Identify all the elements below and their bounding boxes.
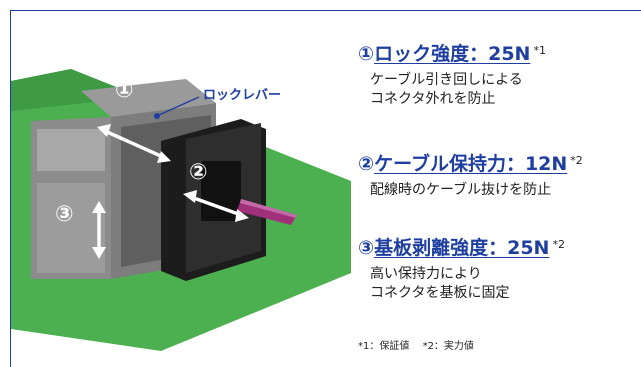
lock-lever-label: ロックレバー (203, 88, 281, 103)
feature-description: 高い保持力により コネクタを基板に固定 (370, 265, 641, 303)
arrow-cable-head-b (235, 209, 249, 222)
footnotes: *1：保証値 *2：実力値 (358, 337, 484, 352)
lever-pointer-dot (154, 113, 160, 119)
arrow-lock (104, 129, 164, 159)
frame-border (10, 10, 641, 367)
arrow-cable (190, 195, 242, 217)
marker-2: ② (189, 160, 208, 185)
arrow-lock-head-a (97, 124, 111, 137)
housing-side-slot-top (37, 129, 105, 171)
feature-label: ロック強度：25N (374, 43, 531, 65)
cable-highlight (240, 199, 297, 218)
feature-cable-retention: ②ケーブル保持力：12N*2 配線時のケーブル抜けを防止 (358, 150, 641, 200)
feature-number: ① (358, 43, 375, 65)
marker-1: ① (115, 78, 134, 103)
feature-label: ケーブル保持力：12N (374, 153, 568, 175)
feature-note: *2 (552, 238, 565, 251)
feature-board-peel-strength: ③基板剥離強度：25N*2 高い保持力により コネクタを基板に固定 (358, 234, 641, 303)
feature-list: ①ロック強度：25N*1 ケーブル引き回しによる コネクタ外れを防止 ②ケーブル… (358, 0, 641, 367)
feature-desc-line: ケーブル引き回しによる (370, 72, 523, 88)
feature-description: 配線時のケーブル抜けを防止 (370, 181, 641, 200)
feature-desc-line: 配線時のケーブル抜けを防止 (370, 182, 552, 198)
feature-lock-strength: ①ロック強度：25N*1 ケーブル引き回しによる コネクタ外れを防止 (358, 40, 641, 109)
feature-note: *2 (570, 154, 583, 167)
arrow-board-head-a (92, 201, 106, 213)
feature-desc-line: コネクタを基板に固定 (370, 285, 510, 301)
feature-title: ③基板剥離強度：25N*2 (358, 234, 641, 259)
feature-note: *1 (533, 44, 546, 57)
footnote-2: *2：実力値 (422, 341, 474, 352)
feature-desc-line: 高い保持力により (370, 266, 482, 282)
feature-number: ② (358, 153, 375, 175)
arrow-cable-head-a (183, 190, 197, 203)
arrow-board-head-b (92, 247, 106, 259)
feature-label: 基板剥離強度：25N (374, 237, 550, 259)
connector-illustration: ① ② ③ ロックレバー (11, 69, 351, 351)
arrow-lock-head-b (157, 151, 171, 163)
feature-title: ①ロック強度：25N*1 (358, 40, 641, 65)
housing-side-slot-bottom (37, 183, 105, 273)
feature-desc-line: コネクタ外れを防止 (370, 91, 496, 107)
feature-title: ②ケーブル保持力：12N*2 (358, 150, 641, 175)
footnote-1: *1：保証値 (358, 341, 410, 352)
marker-3: ③ (55, 202, 74, 227)
feature-description: ケーブル引き回しによる コネクタ外れを防止 (370, 71, 641, 109)
feature-number: ③ (358, 237, 375, 259)
lever-pointer (158, 96, 200, 116)
